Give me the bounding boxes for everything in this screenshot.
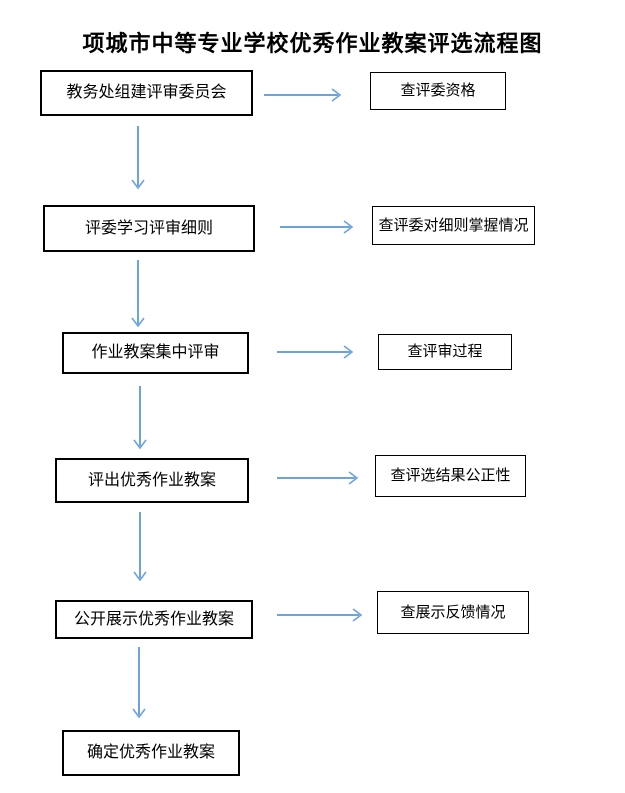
down-arrow-connector-4 — [133, 512, 147, 582]
check-step-2: 查评委对细则掌握情况 — [372, 206, 535, 245]
check-step-3: 查评审过程 — [378, 334, 512, 370]
right-arrow-connector-1 — [264, 88, 342, 102]
down-arrow-connector-1 — [131, 126, 145, 190]
check-step-4: 查评选结果公正性 — [375, 455, 526, 497]
flow-step-1: 教务处组建评审委员会 — [40, 70, 253, 116]
flow-step-2: 评委学习评审细则 — [43, 205, 255, 252]
down-arrow-connector-3 — [133, 386, 147, 450]
check-step-5: 查展示反馈情况 — [377, 591, 529, 634]
down-arrow-connector-2 — [131, 260, 145, 328]
right-arrow-connector-2 — [280, 220, 354, 234]
right-arrow-connector-5 — [277, 608, 363, 622]
down-arrow-connector-5 — [132, 647, 146, 719]
flow-step-6: 确定优秀作业教案 — [62, 730, 240, 776]
right-arrow-connector-3 — [277, 345, 354, 359]
flow-step-3: 作业教案集中评审 — [62, 332, 249, 374]
page-title: 项城市中等专业学校优秀作业教案评选流程图 — [82, 31, 543, 56]
right-arrow-connector-4 — [277, 471, 359, 485]
flow-step-5: 公开展示优秀作业教案 — [55, 600, 253, 639]
flow-step-4: 评出优秀作业教案 — [55, 458, 249, 503]
check-step-1: 查评委资格 — [370, 72, 506, 110]
